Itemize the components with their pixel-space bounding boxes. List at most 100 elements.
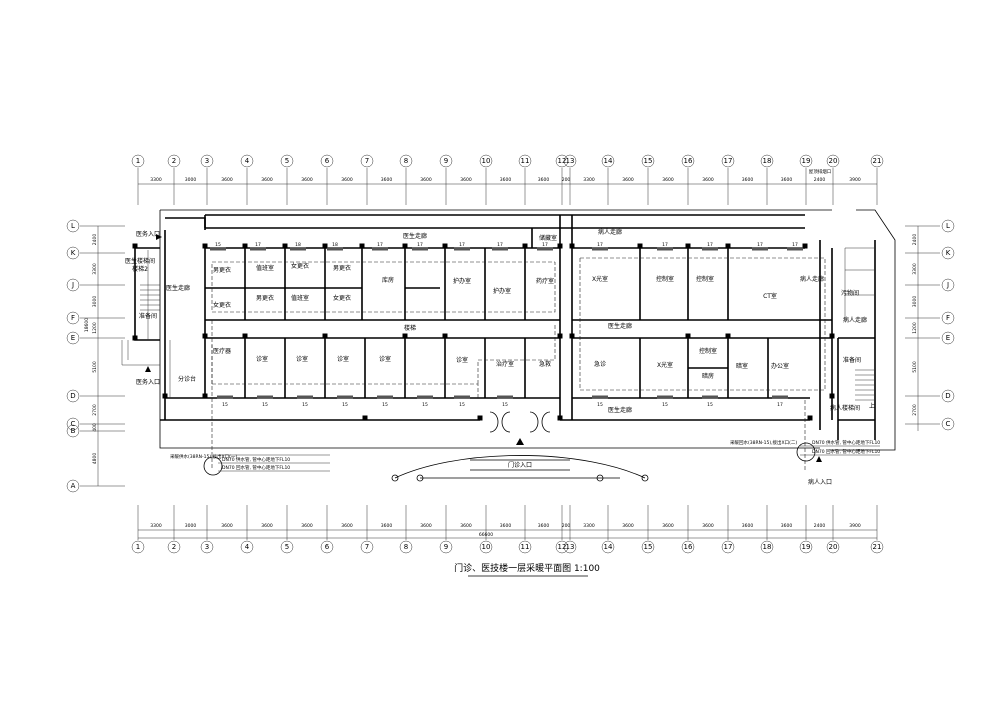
axis-label-right: E [946,334,950,342]
dimension-top: 3600 [538,177,550,183]
dimension-top: 3900 [849,177,861,183]
axis-label-right: K [946,249,951,257]
axis-bubble [870,154,884,168]
dimension-bottom: 3600 [742,523,754,529]
column [569,243,575,249]
axis-label-top: 7 [365,157,369,165]
axis-label-top: 8 [404,157,408,165]
room-label: 医生走廊 [608,406,632,414]
axis-bubble [200,540,214,554]
radiator-section-count: 18 [332,242,338,248]
pipe-note: DN70 供水管, 管中心距地下FL10 [812,439,880,446]
axis-bubble [563,154,577,168]
axis-bubble [941,389,955,403]
axis-bubble [360,154,374,168]
axis-label-right: J [946,281,949,289]
axis-bubble [280,154,294,168]
room-label: 诊室 [379,355,391,363]
room-label: 男更衣 [333,264,351,272]
dimension-top: 3600 [622,177,634,183]
radiator-section-count: 15 [502,402,508,408]
radiator-section-count: 17 [459,242,465,248]
room-label: 女更衣 [291,262,309,270]
radiator [417,395,433,399]
dimension-left: 400 [92,423,98,432]
axis-label-top: 9 [444,157,448,165]
axis-bubble [941,331,955,345]
room-label: 病人走廊 [800,275,824,283]
dimension-bottom: 3600 [301,523,313,529]
roof-note: 屋顶排烟口 [809,168,832,175]
axis-label-bottom: 12 [558,543,567,551]
axis-label-top: 21 [873,157,882,165]
column [202,333,208,339]
axis-label-top: 20 [829,157,838,165]
pipe-note: DN70 回水管, 管中心距地下FL10 [222,464,290,471]
column [322,243,328,249]
axis-label-top: 15 [644,157,653,165]
radiator [297,395,313,399]
axis-bubble [721,154,735,168]
column [442,243,448,249]
axis-bubble [479,154,493,168]
axis-label-top: 19 [802,157,811,165]
dimension-bottom: 3600 [500,523,512,529]
axis-bubble [479,540,493,554]
dimension-top: 3600 [301,177,313,183]
dimension-bottom: 3600 [261,523,273,529]
axis-label-bottom: 11 [521,543,530,551]
axis-bubble [826,540,840,554]
column [359,243,365,249]
room-label: 控制室 [656,275,674,283]
radiator-section-count: 15 [262,402,268,408]
radiator [454,247,470,251]
radiator [210,247,226,251]
column [362,415,368,421]
axis-bubble [320,540,334,554]
room-label: 病人走廊 [598,228,622,236]
axis-bubble [601,154,615,168]
axis-label-top: 11 [521,157,530,165]
axis-bubble [240,540,254,554]
dimension-bottom: 3600 [538,523,550,529]
radiator-section-count: 17 [777,402,783,408]
axis-label-top: 6 [325,157,330,165]
room-label: 诊室 [337,355,349,363]
room-label: 医生走廊 [403,232,427,240]
dimension-bottom: 3600 [622,523,634,529]
axis-bubble [66,278,80,292]
axis-bubble [66,331,80,345]
room-label: 急诊 [594,360,606,368]
column [725,243,731,249]
dimension-bottom: 2400 [814,523,826,529]
room-label: 库房 [382,276,394,284]
radiator [537,247,553,251]
radiator-section-count: 17 [377,242,383,248]
room-label: 医生走廊 [608,322,632,330]
axis-bubble [555,540,569,554]
room-label: 上 [869,402,875,410]
axis-bubble [941,219,955,233]
axis-label-left: A [71,482,76,490]
radiator-section-count: 15 [597,402,603,408]
dimension-left: 2700 [92,404,98,416]
column [282,243,288,249]
axis-label-bottom: 6 [325,543,330,551]
axis-bubble [66,424,80,438]
axis-label-bottom: 21 [873,543,882,551]
entrance-label-staff-bottom: 医务入口 [136,378,160,386]
column [202,243,208,249]
axis-bubble [555,154,569,168]
axis-bubble [280,540,294,554]
room-label: 女更衣 [213,301,231,309]
axis-label-top: 3 [205,157,209,165]
room-label: 医生走廊 [166,284,190,292]
room-label: 男更衣 [256,294,274,302]
room-label: 准备间 [843,356,861,364]
axis-bubble [240,154,254,168]
dimension-bottom: 3600 [781,523,793,529]
room-label: 楼梯 [404,324,416,332]
overall-depth: 18600 [84,318,90,332]
